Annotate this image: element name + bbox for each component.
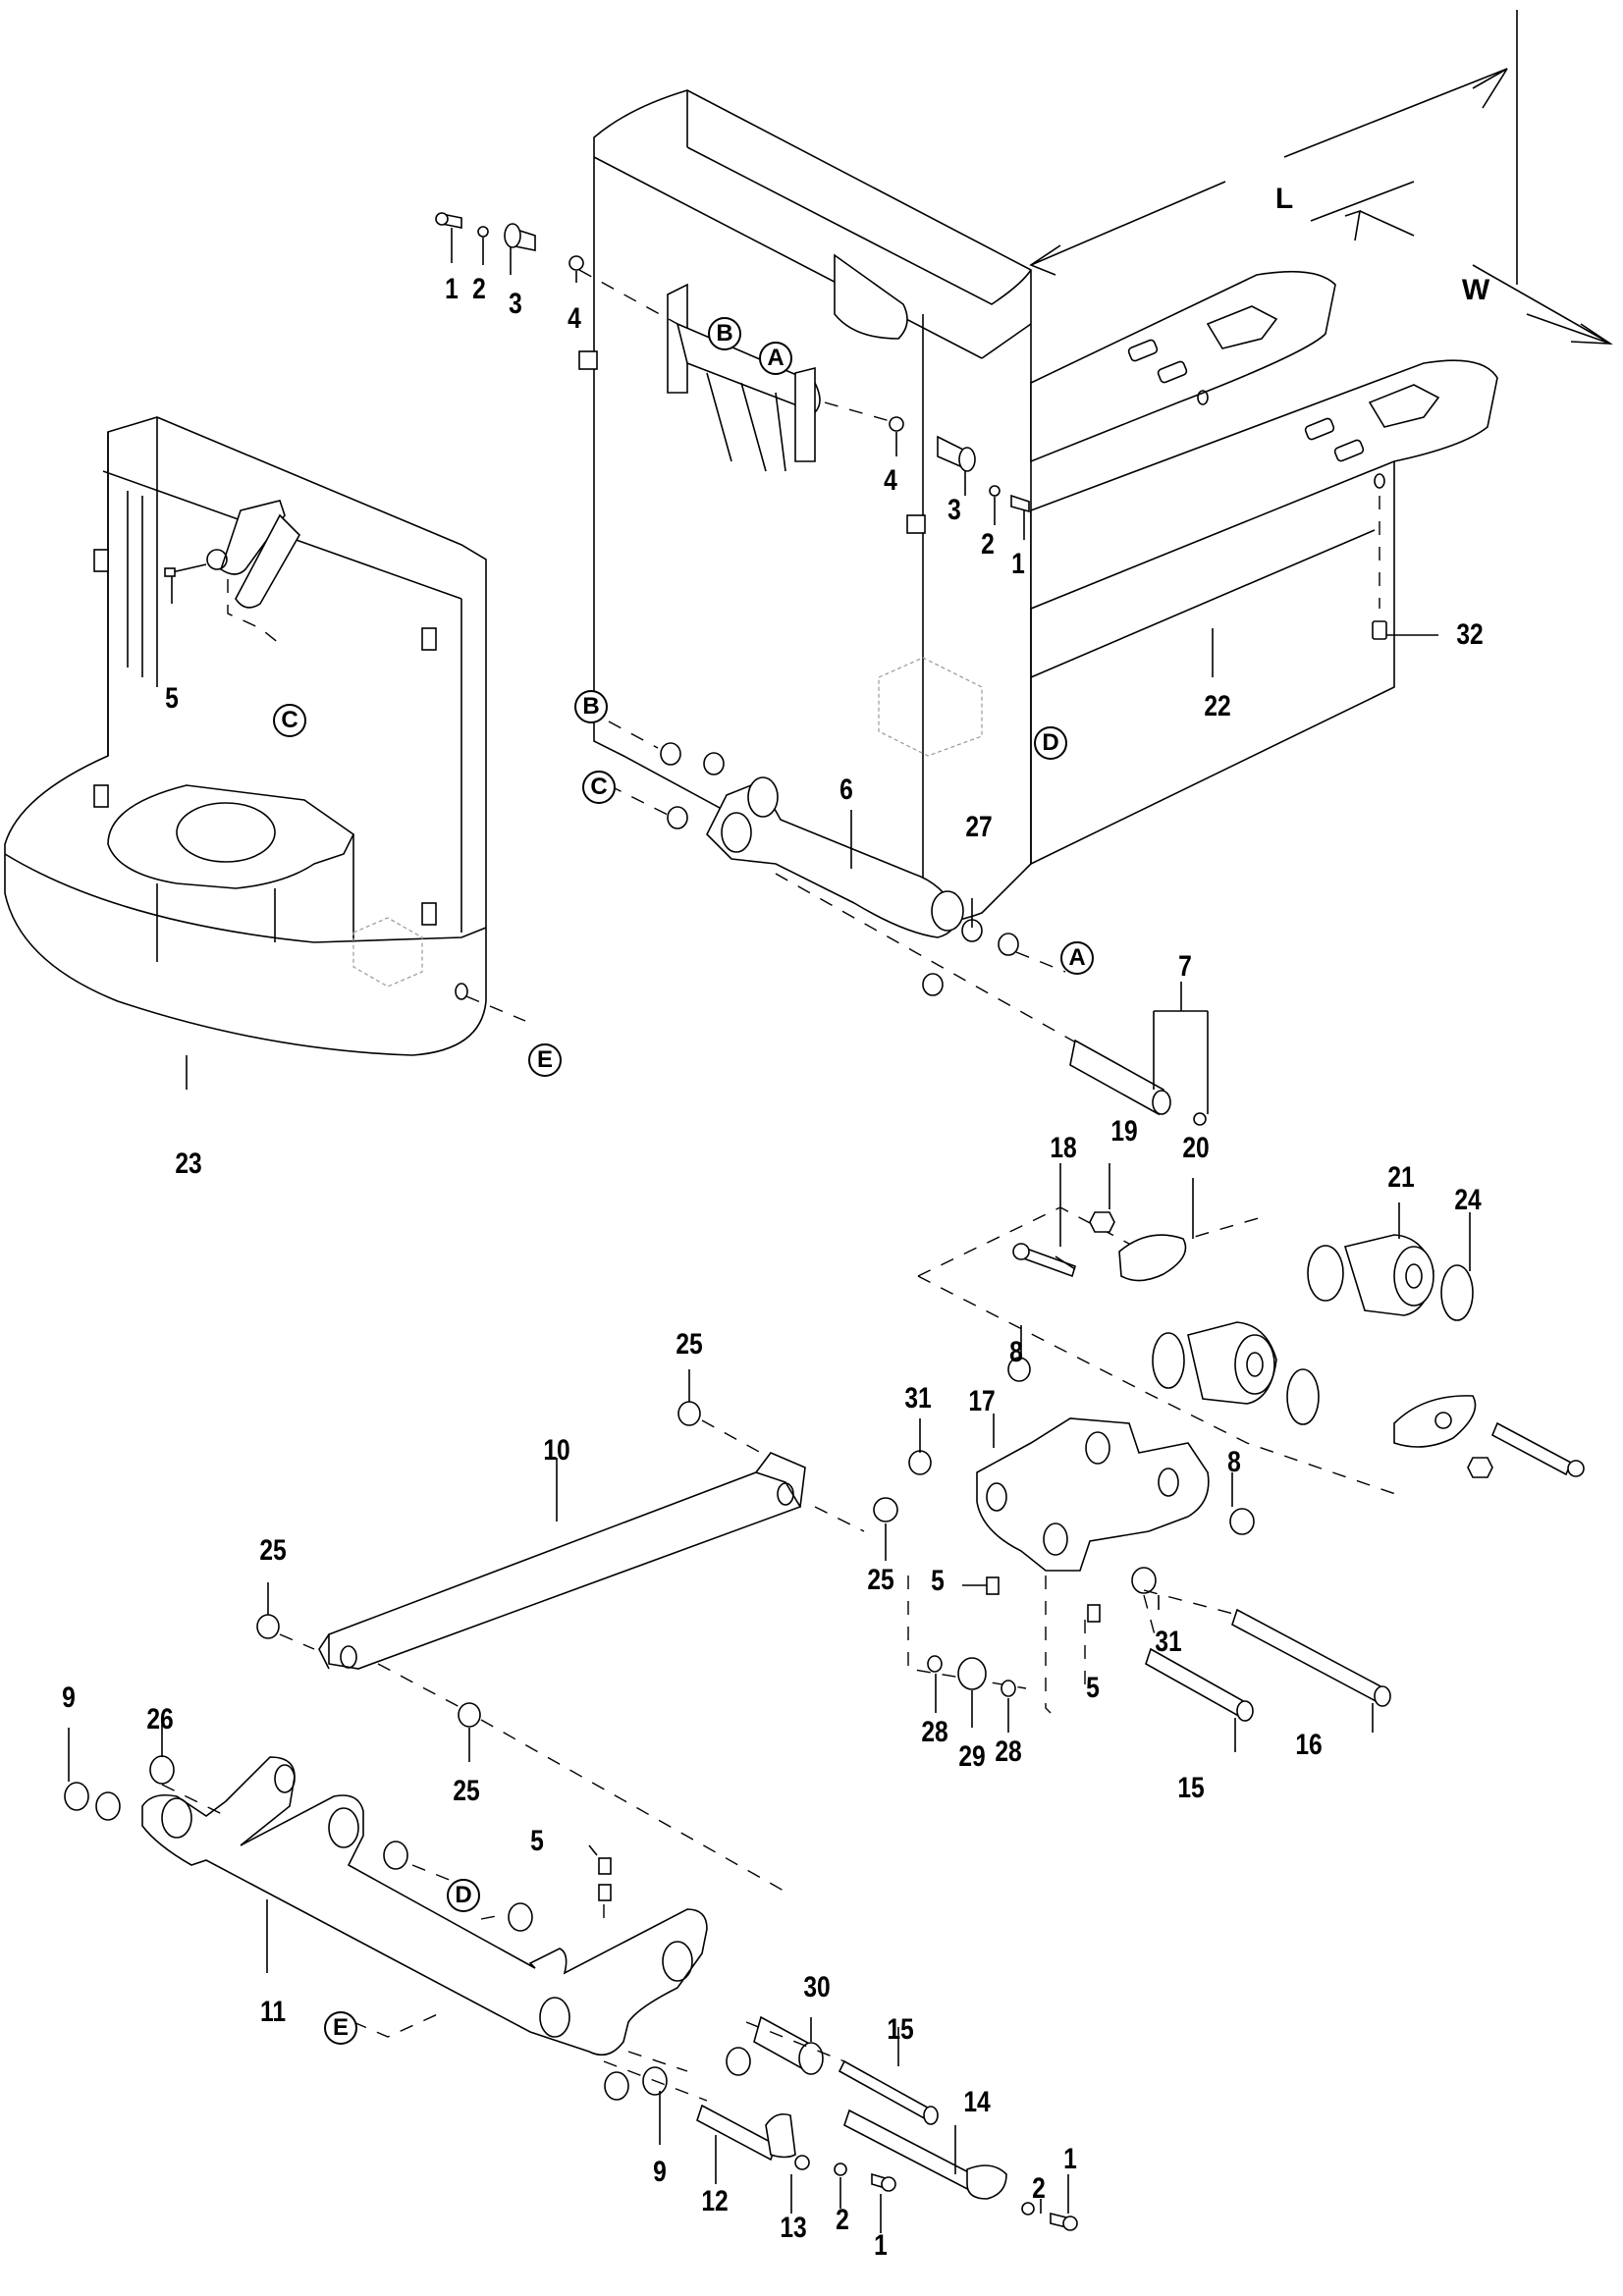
rocker-assembly bbox=[873, 1325, 1391, 1752]
callout-3: 3 bbox=[947, 494, 961, 526]
callout-26: 26 bbox=[146, 1703, 174, 1735]
callout-2: 2 bbox=[981, 528, 995, 561]
callout-1: 1 bbox=[445, 273, 459, 305]
callout-5: 5 bbox=[165, 682, 179, 715]
callout-24: 24 bbox=[1454, 1184, 1482, 1216]
callout-23: 23 bbox=[175, 1148, 202, 1180]
fork-frame bbox=[593, 10, 1613, 923]
ref-marker-a: A bbox=[759, 342, 792, 375]
dimension-width-label: W bbox=[1461, 274, 1490, 306]
callout-1: 1 bbox=[1063, 2143, 1077, 2175]
callout-7: 7 bbox=[1178, 950, 1192, 983]
callout-32: 32 bbox=[1456, 618, 1484, 651]
callout-1: 1 bbox=[874, 2229, 888, 2262]
callout-5: 5 bbox=[530, 1825, 544, 1857]
callout-5: 5 bbox=[931, 1565, 945, 1597]
ref-marker-e: E bbox=[528, 1043, 562, 1077]
callout-10: 10 bbox=[543, 1434, 570, 1467]
ref-marker-c-link: C bbox=[582, 771, 616, 804]
callout-18: 18 bbox=[1050, 1132, 1077, 1164]
load-wheel-assembly bbox=[917, 1163, 1585, 1498]
callout-4: 4 bbox=[568, 302, 581, 335]
callout-1: 1 bbox=[1011, 548, 1025, 580]
callout-2: 2 bbox=[836, 2204, 849, 2236]
callout-31: 31 bbox=[1155, 1626, 1182, 1658]
callout-5: 5 bbox=[1086, 1672, 1100, 1704]
callout-28: 28 bbox=[995, 1735, 1022, 1768]
lower-pins bbox=[603, 2015, 1078, 2233]
callout-25: 25 bbox=[676, 1328, 703, 1361]
callout-2: 2 bbox=[472, 273, 486, 305]
callout-27: 27 bbox=[965, 811, 993, 843]
tie-bar bbox=[256, 1369, 865, 1896]
callout-14: 14 bbox=[963, 2086, 991, 2118]
callout-19: 19 bbox=[1110, 1115, 1138, 1148]
callout-16: 16 bbox=[1295, 1729, 1323, 1761]
ref-marker-a-link: A bbox=[1060, 941, 1094, 975]
callout-22: 22 bbox=[1204, 690, 1231, 722]
callout-9: 9 bbox=[653, 2156, 667, 2188]
chassis bbox=[4, 416, 526, 1090]
callout-12: 12 bbox=[701, 2185, 729, 2217]
callout-13: 13 bbox=[780, 2212, 807, 2244]
callout-17: 17 bbox=[968, 1385, 996, 1417]
ref-marker-d: D bbox=[1034, 726, 1067, 760]
callout-8: 8 bbox=[1227, 1446, 1241, 1478]
callout-25: 25 bbox=[259, 1534, 287, 1567]
pin-set-top-left bbox=[435, 212, 1030, 540]
callout-9: 9 bbox=[62, 1682, 76, 1714]
callout-15: 15 bbox=[887, 2013, 914, 2046]
ref-marker-b-link: B bbox=[574, 690, 608, 723]
callout-25: 25 bbox=[453, 1775, 480, 1807]
callout-2: 2 bbox=[1032, 2172, 1046, 2205]
ref-marker-d-lever: D bbox=[447, 1879, 480, 1912]
callout-25: 25 bbox=[867, 1564, 894, 1596]
ref-marker-c: C bbox=[273, 704, 306, 737]
dimension-length-label: L bbox=[1274, 183, 1294, 215]
callout-3: 3 bbox=[509, 288, 522, 320]
callout-6: 6 bbox=[839, 774, 853, 806]
callout-28: 28 bbox=[921, 1716, 948, 1748]
callout-31: 31 bbox=[904, 1382, 932, 1415]
ref-marker-e-lever: E bbox=[324, 2011, 357, 2045]
lift-link bbox=[608, 721, 1209, 1126]
lift-lever bbox=[64, 1718, 708, 2056]
callout-29: 29 bbox=[958, 1740, 986, 1773]
callout-30: 30 bbox=[803, 1971, 831, 2003]
callout-21: 21 bbox=[1387, 1161, 1415, 1194]
callout-4: 4 bbox=[884, 464, 897, 497]
callout-11: 11 bbox=[259, 1996, 287, 2028]
callout-20: 20 bbox=[1182, 1132, 1210, 1164]
ref-marker-b: B bbox=[708, 317, 741, 350]
callout-15: 15 bbox=[1177, 1772, 1205, 1804]
callout-8: 8 bbox=[1009, 1336, 1023, 1368]
